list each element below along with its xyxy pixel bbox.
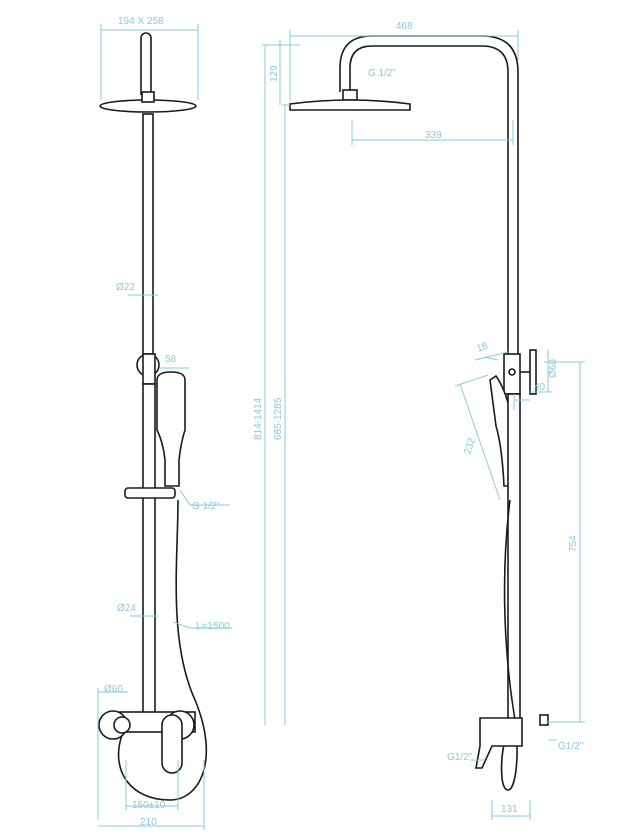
mixer-side <box>475 717 523 769</box>
lower-pipe-dia-label: Ø24 <box>117 603 136 614</box>
holder-dia-label: Ø60 <box>548 359 559 378</box>
escutcheon-dia-label: Ø60 <box>104 684 123 695</box>
holder-height-label: 754 <box>568 535 579 552</box>
hand-thread-label: G 1/2" <box>192 501 220 512</box>
inlet-nut <box>539 714 549 726</box>
top-arm <box>339 35 519 355</box>
holder-slider <box>142 353 156 385</box>
head-offset-label: 339 <box>425 130 442 141</box>
head-size-label: 194 X 258 <box>118 16 164 27</box>
head-drop-label: 129 <box>269 65 280 82</box>
holder-depth-label: 40 <box>534 382 546 393</box>
head-connector <box>141 91 155 103</box>
lower-pipe-side <box>507 393 521 720</box>
upper-arm <box>140 32 152 95</box>
left-thread-label: G1/2" <box>447 752 473 763</box>
upper-pipe-dia-label: Ø22 <box>116 282 135 293</box>
head-connector-side <box>342 89 358 101</box>
hand-length-label: 232 <box>462 436 478 456</box>
mixer-depth-label: 131 <box>501 804 518 815</box>
arm-reach-label: 468 <box>396 21 413 32</box>
lower-pipe <box>142 383 156 715</box>
top-thread-label: G 1/2" <box>368 68 396 79</box>
hand-shower <box>156 371 186 487</box>
shower-head-side <box>289 99 411 111</box>
hose-length-label: L=1500 <box>196 621 230 632</box>
diverter-knob <box>113 716 131 734</box>
head-height-label: 685-1285 <box>273 397 284 440</box>
holder-slider-side <box>503 353 521 395</box>
side-view: 468 129 G 1/2" 339 18 Ø60 40 232 814-141… <box>253 21 585 820</box>
hose <box>117 499 208 801</box>
inlet-spacing-label: 150±10 <box>132 800 166 811</box>
hand-thickness-label: 18 <box>475 341 490 355</box>
mixer-width-label: 210 <box>140 817 157 828</box>
upper-pipe <box>142 113 154 355</box>
holder-screw <box>508 368 516 376</box>
mixer-lever <box>161 714 183 774</box>
hand-width-label: 58 <box>165 354 177 365</box>
total-height-label: 814-1414 <box>253 397 264 440</box>
front-view: 194 X 258 Ø22 58 G 1/2" Ø24 L=1500 Ø60 1… <box>97 16 232 830</box>
slide-bracket <box>124 487 176 499</box>
right-thread-label: G1/2" <box>558 741 584 752</box>
